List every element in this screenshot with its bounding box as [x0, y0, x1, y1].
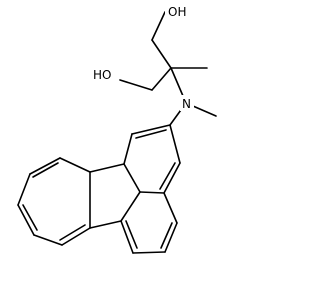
bond-ch2-oh-left	[119, 79, 153, 91]
ring-bond	[123, 163, 141, 193]
hydroxyl-top-label: OH	[168, 5, 186, 19]
ring-bond	[123, 133, 133, 165]
fluoranthene-rings	[17, 124, 181, 254]
atom-labels: OH HO N	[90, 4, 194, 111]
ring-bond	[59, 157, 91, 173]
bond-quaternary-ch2-left	[151, 67, 172, 91]
ring-bond	[164, 222, 178, 253]
ring-bond	[120, 220, 134, 254]
ring-bond	[89, 220, 122, 229]
side-chain	[119, 11, 217, 126]
label-background	[165, 4, 191, 20]
ring-double-bond	[135, 129, 167, 139]
ring-bond	[29, 157, 61, 175]
ring-double-bond	[22, 204, 38, 231]
ring-bond	[132, 251, 166, 254]
ring-bond	[139, 191, 165, 194]
bond-ch2-quaternary-top	[151, 39, 172, 69]
ring-bond	[33, 234, 63, 246]
ring-bond	[169, 124, 181, 164]
ring-bond	[163, 162, 181, 194]
ring-bond	[120, 191, 141, 222]
ring-double-bond	[32, 162, 59, 178]
label-background	[180, 95, 194, 111]
ring-double-bond	[159, 162, 176, 190]
ring-double-bond	[125, 220, 138, 249]
label-background	[90, 66, 118, 82]
bond-oh-ch2-top	[151, 11, 166, 41]
chemical-structure-diagram: OH HO N	[17, 4, 217, 254]
ring-bond	[163, 192, 178, 224]
ring-double-bond	[59, 224, 86, 241]
ring-bond	[131, 124, 171, 135]
hydroxyl-left-label: HO	[93, 68, 111, 82]
ring-bond	[61, 227, 91, 246]
ring-bond	[17, 204, 35, 236]
amine-nitrogen-label: N	[182, 97, 191, 111]
ring-bond	[17, 173, 31, 206]
ring-bond	[89, 163, 125, 173]
ring-double-bond	[160, 222, 173, 249]
